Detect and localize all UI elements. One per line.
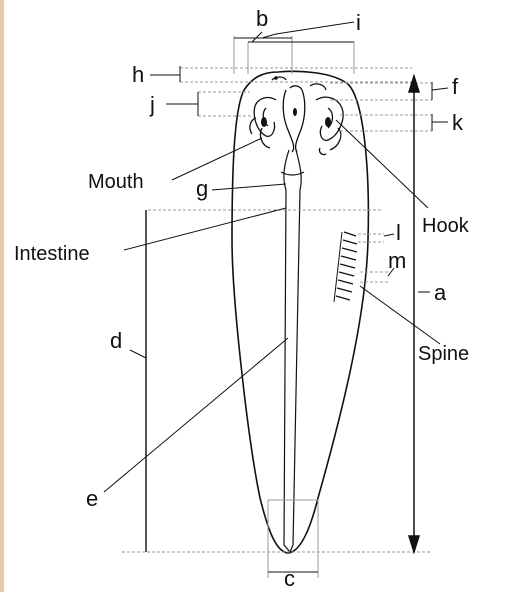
- leader-e: [104, 338, 288, 492]
- label-l: l: [396, 220, 401, 245]
- body-outline: [232, 71, 368, 553]
- label-f: f: [452, 74, 459, 99]
- leader-l: [384, 234, 394, 236]
- leader-b: [252, 32, 262, 42]
- label-m: m: [388, 248, 406, 273]
- dashed-guides: [122, 68, 432, 552]
- label-j: j: [149, 92, 155, 117]
- bracket-boxes: [180, 38, 432, 572]
- letter-labels: b i h f j k g l m a d e c: [86, 6, 464, 591]
- label-i: i: [356, 10, 361, 35]
- label-mouth: Mouth: [88, 171, 144, 193]
- label-a: a: [434, 280, 447, 305]
- mouth-hooks-cluster: [250, 77, 343, 155]
- mouth-dark-marks: [261, 76, 331, 127]
- label-c: c: [284, 566, 295, 591]
- leader-mouth: [172, 138, 262, 180]
- dimension-arrow-a: [409, 76, 419, 552]
- spine-cluster: [334, 232, 357, 302]
- leader-i: [262, 22, 354, 38]
- label-e: e: [86, 486, 98, 511]
- label-spine: Spine: [418, 343, 469, 365]
- leader-intestine: [124, 208, 286, 250]
- label-g: g: [196, 176, 208, 201]
- leader-spine: [360, 286, 440, 344]
- label-hook: Hook: [422, 215, 470, 237]
- label-k: k: [452, 110, 464, 135]
- leader-f: [432, 88, 448, 90]
- leader-g: [212, 184, 286, 190]
- leader-d: [130, 350, 146, 358]
- label-h: h: [132, 62, 144, 87]
- label-intestine: Intestine: [14, 243, 90, 265]
- label-b: b: [256, 6, 268, 31]
- label-d: d: [110, 328, 122, 353]
